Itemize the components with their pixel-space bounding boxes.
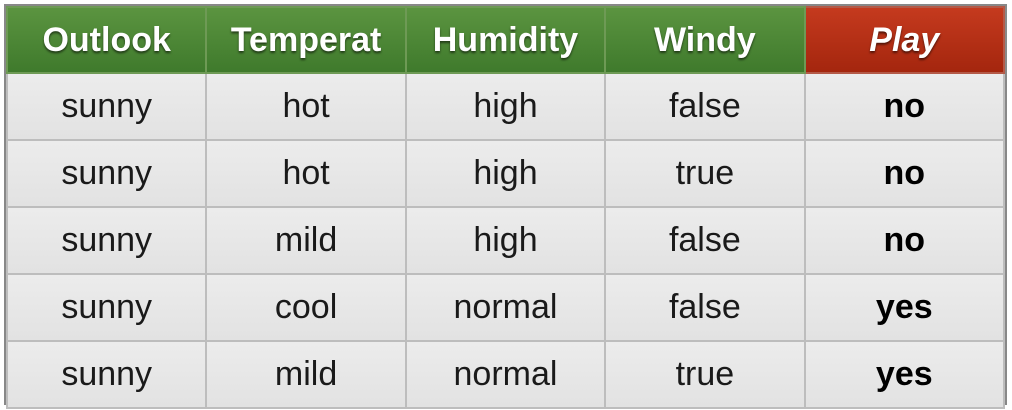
header-play: Play bbox=[803, 6, 1006, 74]
data-table-container: Outlook Temperat Humidity Windy Play sun… bbox=[4, 4, 1007, 409]
cell-play: yes bbox=[803, 273, 1006, 342]
cell-temperature: mild bbox=[205, 340, 407, 409]
cell-outlook: sunny bbox=[5, 340, 208, 409]
header-temperature: Temperat bbox=[205, 6, 407, 74]
cell-outlook: sunny bbox=[5, 206, 208, 275]
table-row: sunny hot high false no bbox=[5, 72, 1006, 141]
table-body: sunny hot high false no sunny hot high t… bbox=[5, 72, 1006, 409]
table-row: sunny mild high false no bbox=[5, 206, 1006, 275]
cell-windy: false bbox=[604, 273, 806, 342]
cell-outlook: sunny bbox=[5, 273, 208, 342]
cell-temperature: mild bbox=[205, 206, 407, 275]
cell-play: no bbox=[803, 206, 1006, 275]
table-row: sunny mild normal true yes bbox=[5, 340, 1006, 409]
cell-humidity: high bbox=[404, 206, 607, 275]
table-header: Outlook Temperat Humidity Windy Play bbox=[5, 6, 1006, 74]
header-outlook: Outlook bbox=[5, 6, 208, 74]
cell-play: no bbox=[803, 72, 1006, 141]
cell-humidity: normal bbox=[404, 340, 607, 409]
cell-temperature: hot bbox=[205, 72, 407, 141]
cell-humidity: high bbox=[404, 139, 607, 208]
cell-humidity: normal bbox=[404, 273, 607, 342]
cell-windy: true bbox=[604, 139, 806, 208]
cell-outlook: sunny bbox=[5, 72, 208, 141]
header-humidity: Humidity bbox=[404, 6, 607, 74]
cell-windy: false bbox=[604, 72, 806, 141]
cell-windy: true bbox=[604, 340, 806, 409]
table-row: sunny hot high true no bbox=[5, 139, 1006, 208]
header-row: Outlook Temperat Humidity Windy Play bbox=[5, 6, 1006, 74]
cell-play: no bbox=[803, 139, 1006, 208]
cell-temperature: cool bbox=[205, 273, 407, 342]
cell-windy: false bbox=[604, 206, 806, 275]
cell-humidity: high bbox=[404, 72, 607, 141]
cell-play: yes bbox=[803, 340, 1006, 409]
weather-play-table: Outlook Temperat Humidity Windy Play sun… bbox=[5, 6, 1006, 409]
table-row: sunny cool normal false yes bbox=[5, 273, 1006, 342]
cell-outlook: sunny bbox=[5, 139, 208, 208]
cell-temperature: hot bbox=[205, 139, 407, 208]
header-windy: Windy bbox=[604, 6, 806, 74]
